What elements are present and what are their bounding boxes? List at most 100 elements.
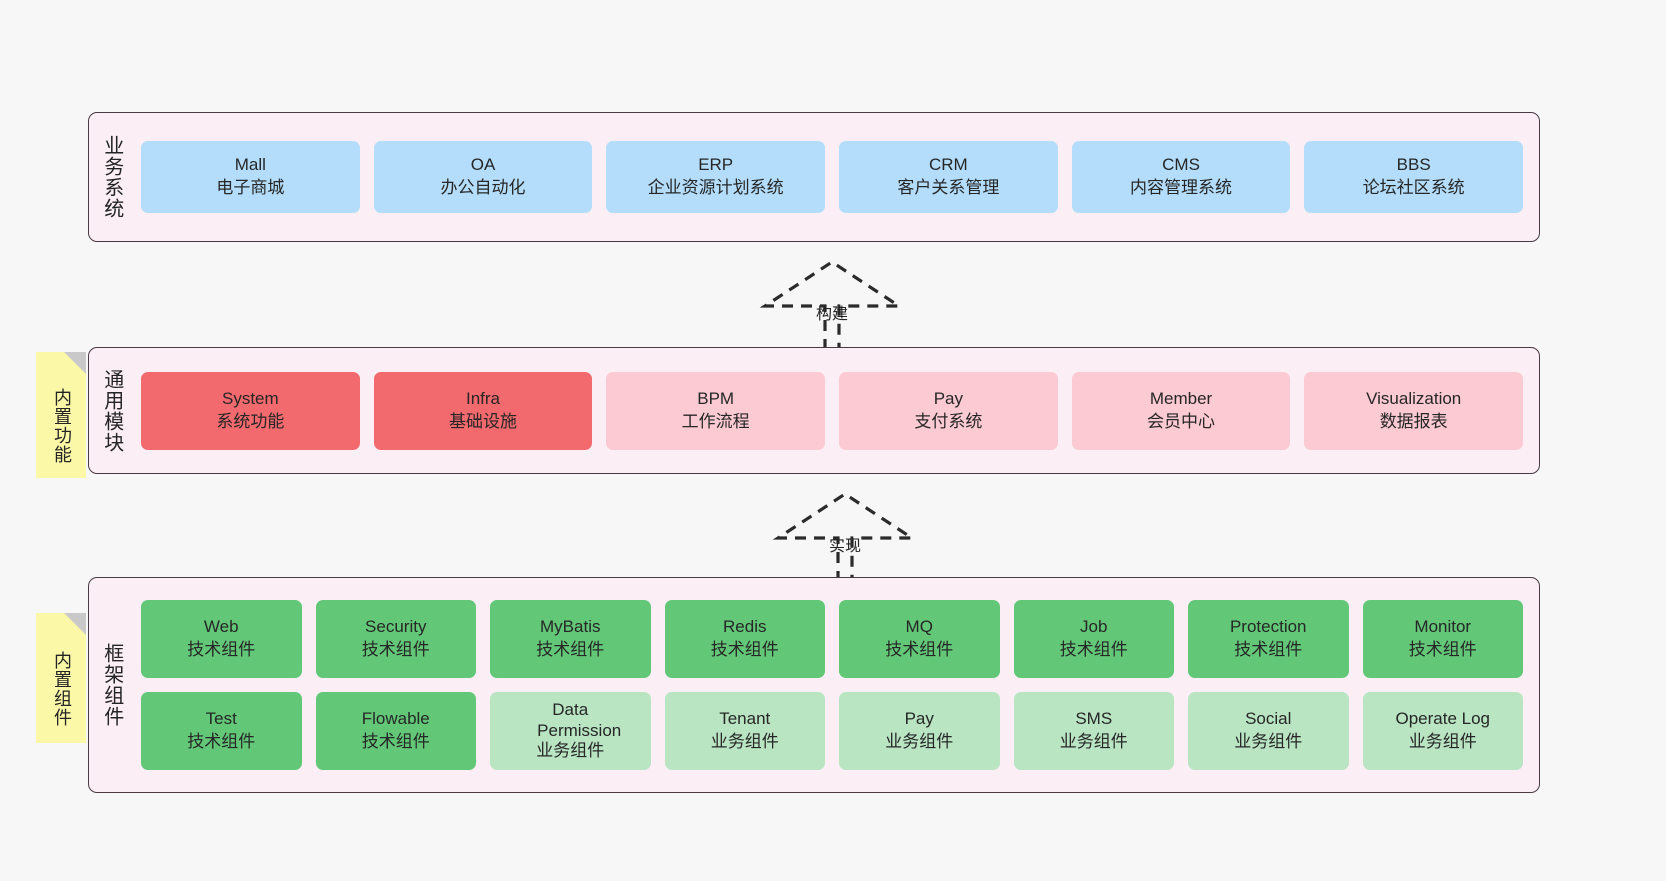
box-title: ERP xyxy=(698,155,734,175)
box-title: Member xyxy=(1149,388,1213,408)
box-subtitle: 内容管理系统 xyxy=(1130,178,1233,197)
box-security[interactable]: Security 技术组件 xyxy=(315,600,476,678)
box-subtitle: 系统功能 xyxy=(216,411,285,431)
box-title: Infra xyxy=(465,388,501,408)
box-system[interactable]: System 系统功能 xyxy=(141,371,360,450)
layer-title-common-module: 通用模块 xyxy=(100,368,123,453)
box-title: Mall xyxy=(234,155,266,175)
box-subtitle: 技术组件 xyxy=(885,640,954,659)
box-subtitle: 会员中心 xyxy=(1147,411,1216,431)
layer-business-system: 业务系统 Mall 电子商城 OA 办公自动化 ERP 企业资源计划系统 CRM… xyxy=(88,112,1540,242)
framework-business-row: Test 技术组件 Flowable 技术组件 Data Permission … xyxy=(141,692,1523,770)
box-subtitle: 支付系统 xyxy=(914,411,983,431)
box-title: Social xyxy=(1245,709,1292,729)
connector-implement-arrow: 实现 xyxy=(770,490,920,582)
box-subtitle: 客户关系管理 xyxy=(897,178,1000,197)
box-subtitle: 数据报表 xyxy=(1379,411,1448,431)
box-test[interactable]: Test 技术组件 xyxy=(141,692,302,770)
box-member[interactable]: Member 会员中心 xyxy=(1071,371,1291,450)
box-subtitle: 技术组件 xyxy=(1234,640,1303,659)
box-subtitle: 技术组件 xyxy=(536,640,605,659)
connector-build-arrow: 构建 xyxy=(757,258,907,350)
box-title: Flowable xyxy=(361,709,430,729)
box-title: Job xyxy=(1080,617,1108,637)
box-flowable[interactable]: Flowable 技术组件 xyxy=(315,692,476,770)
box-subtitle: 电子商城 xyxy=(216,178,285,197)
box-subtitle: 业务组件 xyxy=(710,732,779,751)
box-pay-component[interactable]: Pay 业务组件 xyxy=(839,692,1000,770)
box-title: Visualization xyxy=(1366,388,1462,408)
box-title: CRM xyxy=(928,155,968,175)
note-builtin-component: 内置组件 xyxy=(36,613,86,743)
box-visualization[interactable]: Visualization 数据报表 xyxy=(1304,371,1524,450)
box-redis[interactable]: Redis 技术组件 xyxy=(664,600,825,678)
box-bbs[interactable]: BBS 论坛社区系统 xyxy=(1304,141,1524,213)
box-title: Pay xyxy=(933,388,963,408)
box-tenant[interactable]: Tenant 业务组件 xyxy=(664,692,825,770)
layer-title-business-system: 业务系统 xyxy=(100,135,123,219)
note-label: 内置功能 xyxy=(51,388,72,464)
box-operate-log[interactable]: Operate Log 业务组件 xyxy=(1362,692,1523,770)
note-label: 内置组件 xyxy=(51,651,72,727)
layer-common-module: 通用模块 System 系统功能 Infra 基础设施 BPM 工作流程 Pay… xyxy=(88,347,1540,474)
box-subtitle: 论坛社区系统 xyxy=(1362,178,1465,197)
box-subtitle: 业务组件 xyxy=(1059,732,1128,751)
box-crm[interactable]: CRM 客户关系管理 xyxy=(839,141,1058,213)
box-subtitle: 基础设施 xyxy=(449,411,517,431)
box-cms[interactable]: CMS 内容管理系统 xyxy=(1071,141,1291,213)
box-subtitle: 业务组件 xyxy=(1234,732,1303,751)
box-title: System xyxy=(221,388,279,408)
box-title: SMS xyxy=(1075,709,1113,729)
box-subtitle: 业务组件 xyxy=(885,732,954,751)
box-title: Data Permission xyxy=(537,700,622,740)
box-web[interactable]: Web 技术组件 xyxy=(141,600,302,678)
box-subtitle: 技术组件 xyxy=(187,640,256,659)
box-title: MQ xyxy=(905,617,933,637)
box-title: MyBatis xyxy=(540,617,601,637)
box-subtitle: 技术组件 xyxy=(187,732,256,751)
layer-body-common-module: System 系统功能 Infra 基础设施 BPM 工作流程 Pay 支付系统… xyxy=(133,348,1539,473)
box-social[interactable]: Social 业务组件 xyxy=(1188,692,1349,770)
box-protection[interactable]: Protection 技术组件 xyxy=(1188,600,1349,678)
layer-title-framework-component: 框架组件 xyxy=(100,643,123,727)
box-title: Test xyxy=(205,709,237,729)
box-title: BPM xyxy=(697,388,735,408)
box-title: BBS xyxy=(1396,155,1431,175)
framework-tech-row: Web 技术组件 Security 技术组件 MyBatis 技术组件 Redi… xyxy=(141,600,1523,678)
box-title: Redis xyxy=(723,617,767,637)
box-title: Web xyxy=(203,617,239,637)
box-sms[interactable]: SMS 业务组件 xyxy=(1013,692,1174,770)
box-erp[interactable]: ERP 企业资源计划系统 xyxy=(606,141,826,213)
box-subtitle: 技术组件 xyxy=(1408,640,1477,659)
box-title: Monitor xyxy=(1414,617,1472,637)
box-mybatis[interactable]: MyBatis 技术组件 xyxy=(490,600,651,678)
box-subtitle: 工作流程 xyxy=(681,411,750,431)
box-subtitle: 技术组件 xyxy=(361,732,430,751)
box-data-permission[interactable]: Data Permission 业务组件 xyxy=(490,692,651,770)
box-subtitle: 技术组件 xyxy=(710,640,779,659)
box-subtitle: 技术组件 xyxy=(361,640,430,659)
box-subtitle: 办公自动化 xyxy=(440,178,526,197)
box-title: OA xyxy=(470,155,496,175)
box-subtitle: 技术组件 xyxy=(1059,640,1128,659)
box-title: Pay xyxy=(904,709,934,729)
box-subtitle: 业务组件 xyxy=(1408,732,1477,751)
box-mq[interactable]: MQ 技术组件 xyxy=(839,600,1000,678)
box-subtitle: 企业资源计划系统 xyxy=(647,178,784,197)
layer-body-business-system: Mall 电子商城 OA 办公自动化 ERP 企业资源计划系统 CRM 客户关系… xyxy=(133,113,1539,241)
box-title: Security xyxy=(365,617,427,637)
box-oa[interactable]: OA 办公自动化 xyxy=(373,141,593,213)
box-title: Tenant xyxy=(719,709,771,729)
box-bpm[interactable]: BPM 工作流程 xyxy=(606,371,826,450)
box-infra[interactable]: Infra 基础设施 xyxy=(373,371,593,450)
box-subtitle: 业务组件 xyxy=(536,741,605,761)
box-title: Operate Log xyxy=(1395,709,1490,729)
box-title: Protection xyxy=(1229,617,1307,637)
layer-framework-component: 框架组件 Web 技术组件 Security 技术组件 MyBatis 技术组件… xyxy=(88,577,1540,793)
box-job[interactable]: Job 技术组件 xyxy=(1013,600,1174,678)
box-pay-module[interactable]: Pay 支付系统 xyxy=(839,371,1058,450)
box-monitor[interactable]: Monitor 技术组件 xyxy=(1362,600,1523,678)
box-mall[interactable]: Mall 电子商城 xyxy=(141,141,360,213)
layer-body-framework-component: Web 技术组件 Security 技术组件 MyBatis 技术组件 Redi… xyxy=(133,578,1539,792)
note-builtin-function: 内置功能 xyxy=(36,352,86,478)
